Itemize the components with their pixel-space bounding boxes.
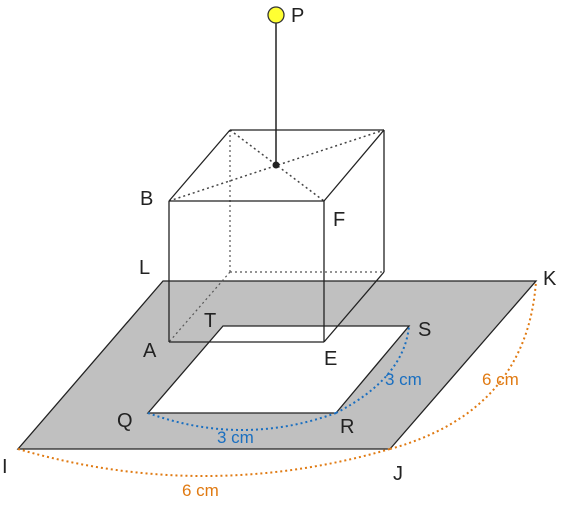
dim-label-qr: 3 cm: [217, 428, 254, 447]
top-center-dot: [272, 161, 280, 169]
label-e: E: [324, 348, 337, 370]
dim-label-ij: 6 cm: [182, 481, 219, 500]
label-i: I: [2, 456, 8, 478]
label-q: Q: [117, 410, 133, 432]
label-p: P: [291, 5, 304, 27]
outer-dimension-arcs: [17, 280, 537, 477]
cube-visible-edges: [168, 129, 385, 343]
label-b: B: [140, 188, 153, 210]
dim-label-jk: 6 cm: [482, 370, 519, 389]
label-a: A: [143, 340, 157, 362]
label-j: J: [393, 463, 403, 485]
label-r: R: [340, 416, 354, 438]
label-f: F: [333, 209, 345, 231]
inner-dimension-arcs: [147, 325, 410, 431]
label-t: T: [204, 310, 216, 332]
light-source-p: [267, 6, 285, 24]
dim-label-rs: 3 cm: [385, 370, 422, 389]
shadow-plate: [16, 280, 538, 450]
label-k: K: [543, 268, 557, 290]
label-s: S: [418, 319, 431, 341]
label-l: L: [139, 257, 150, 279]
